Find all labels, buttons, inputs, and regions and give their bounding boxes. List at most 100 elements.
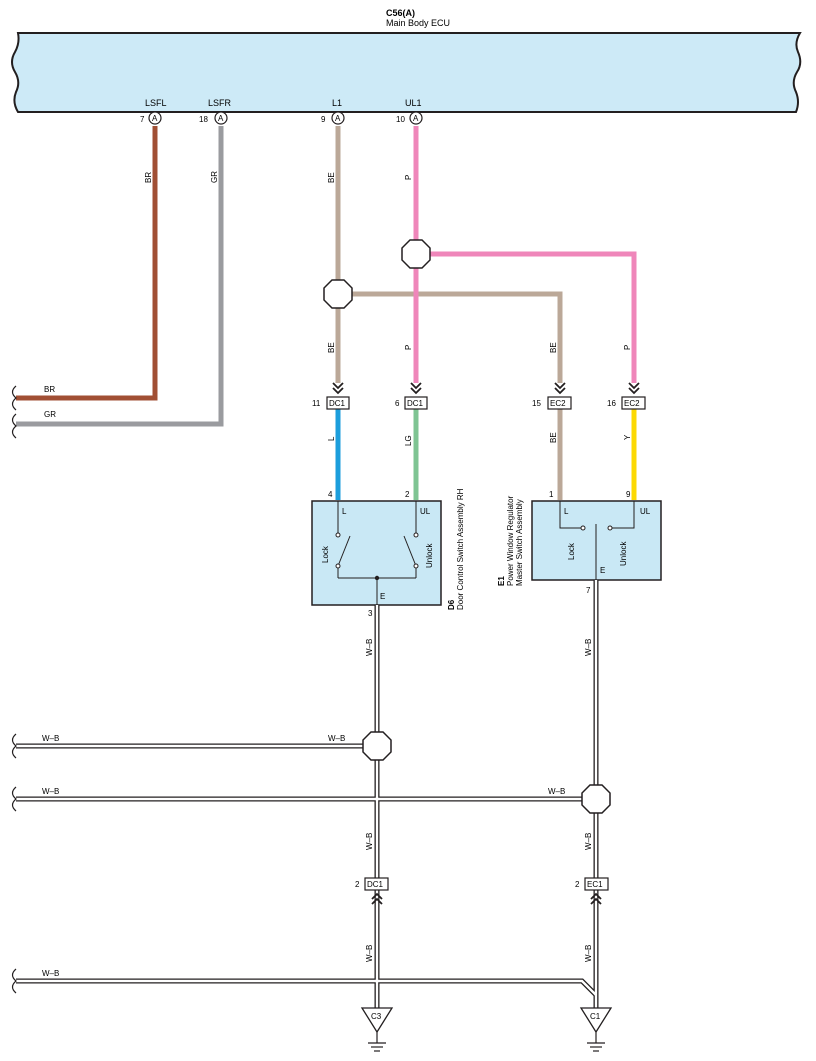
wire-br <box>16 126 158 401</box>
wire-label-be: BE <box>549 342 558 353</box>
ecu-pin-name-ul1: UL1 <box>405 98 422 108</box>
connector-code: EC2 <box>550 399 566 408</box>
master-switch-name-line2: Master Switch Assembly <box>515 499 524 586</box>
wire-break-mark <box>11 385 17 411</box>
master-switch-schematic <box>559 501 635 580</box>
ecu-block: C56(A) Main Body ECU <box>11 8 802 113</box>
wire-label-wb: W–B <box>365 945 374 962</box>
door-switch-name: Door Control Switch Assembly RH <box>456 488 465 610</box>
door-switch-junction <box>374 575 380 581</box>
ecu-pin-num-10: 10 <box>396 115 405 124</box>
door-switch-pin-e: 3 <box>368 609 373 618</box>
master-switch-lock-label: Lock <box>567 542 576 560</box>
master-switch-term-l: L <box>564 507 569 516</box>
connector-code: DC1 <box>367 880 384 889</box>
door-switch-schematic <box>337 501 417 605</box>
wire-label-br: BR <box>144 172 153 183</box>
ground-triangle <box>360 1007 394 1034</box>
ground-c3: C3 <box>360 1007 394 1052</box>
ecu-pin-letter: A <box>413 114 419 123</box>
master-switch-contacts <box>580 525 613 531</box>
wire-label-y: Y <box>623 434 632 440</box>
wire-label-wb: W–B <box>42 734 59 743</box>
master-switch-code: E1 <box>497 576 506 586</box>
wire-label-wb: W–B <box>365 639 374 656</box>
wire-label-be: BE <box>549 432 558 443</box>
wire-label-gr: GR <box>210 171 219 183</box>
wire-label-wb: W–B <box>365 833 374 850</box>
connector-dc1 <box>364 877 389 891</box>
ecu-pin-letter: A <box>335 114 341 123</box>
ecu-pin-circle <box>331 111 345 125</box>
wire-label-p: P <box>404 345 413 350</box>
master-switch-pin-ul: 9 <box>626 490 631 499</box>
master-switch-term-ul: UL <box>640 507 651 516</box>
wire-label-be: BE <box>327 342 336 353</box>
connector-pin: 2 <box>575 880 580 889</box>
wire-break-mark <box>11 968 17 994</box>
ecu-pin-circle <box>214 111 228 125</box>
connector-code: EC2 <box>624 399 640 408</box>
door-switch-contacts <box>335 532 419 569</box>
wire-label-p: P <box>623 345 632 350</box>
splice-wb <box>581 784 611 814</box>
ecu-pin-num-9: 9 <box>321 115 326 124</box>
master-switch-pin-e: 7 <box>586 586 591 595</box>
splice-p <box>401 239 431 269</box>
ground-label: C3 <box>371 1012 382 1021</box>
wire-wb-labels: W–B W–B W–B W–B W–B W–B W–B W–B W–B W–B … <box>42 639 593 978</box>
wire-break-mark <box>11 733 17 759</box>
wire-label-lg: LG <box>404 435 413 446</box>
ecu-body <box>11 32 802 113</box>
connector-pin: 11 <box>312 399 321 408</box>
splice-wb <box>362 731 392 761</box>
ecu-pin-circles: A A A A <box>148 111 423 125</box>
wire-label-wb: W–B <box>328 734 345 743</box>
connector-pin: 2 <box>355 880 360 889</box>
wire-label-wb: W–B <box>42 787 59 796</box>
wire-label-wb: W–B <box>42 969 59 978</box>
wire-label-wb: W–B <box>584 945 593 962</box>
master-switch-pin-l: 1 <box>549 490 554 499</box>
wire-p <box>413 126 637 383</box>
wire-color-labels: BR GR BE P BE P BE P L LG BE Y BR GR <box>44 171 632 446</box>
door-switch-code: D6 <box>447 599 456 610</box>
door-control-switch: 4 2 L UL E 3 Lock Unlock D6 Door Control… <box>311 488 465 618</box>
connector-code: EC1 <box>587 880 603 889</box>
wire-label-l: L <box>327 436 336 441</box>
ecu-code: C56(A) <box>386 8 415 18</box>
connector-pin: 16 <box>607 399 616 408</box>
ecu-pins: LSFL LSFR L1 UL1 7 18 9 10 <box>140 98 422 124</box>
door-switch-term-ul: UL <box>420 507 431 516</box>
wire-break-mark <box>11 786 17 812</box>
connector-pin: 6 <box>395 399 400 408</box>
ecu-pin-letter: A <box>218 114 224 123</box>
connector-ec1 <box>584 877 609 891</box>
wire-gr <box>16 126 224 427</box>
connector-chevrons <box>332 382 640 395</box>
door-switch-term-e: E <box>380 592 385 601</box>
wire-label-p: P <box>404 175 413 180</box>
wire-label-wb: W–B <box>584 833 593 850</box>
master-switch: 1 9 L UL E 7 Lock Unlock E1 Power Window… <box>497 490 662 595</box>
connector-row-bottom: DC1 2 EC1 2 <box>355 877 609 891</box>
connector-chevrons-up <box>371 892 602 905</box>
wire-label-br: BR <box>44 385 55 394</box>
wire-label-wb: W–B <box>548 787 565 796</box>
ecu-pin-num-7: 7 <box>140 115 145 124</box>
wire-label-be: BE <box>327 172 336 183</box>
connector-pin: 15 <box>532 399 541 408</box>
connector-ec2 <box>547 396 572 410</box>
ground-triangle <box>579 1007 613 1034</box>
ecu-name: Main Body ECU <box>386 18 450 28</box>
door-switch-pin-l: 4 <box>328 490 333 499</box>
wire-break-mark <box>11 413 17 439</box>
connector-code: DC1 <box>407 399 424 408</box>
ecu-pin-circle <box>148 111 162 125</box>
ecu-pin-name-lsfl: LSFL <box>145 98 167 108</box>
ecu-pin-name-lsfr: LSFR <box>208 98 232 108</box>
wire-be <box>335 126 563 500</box>
connector-row-top: DC1 11 DC1 6 EC2 15 EC2 16 <box>312 396 646 410</box>
